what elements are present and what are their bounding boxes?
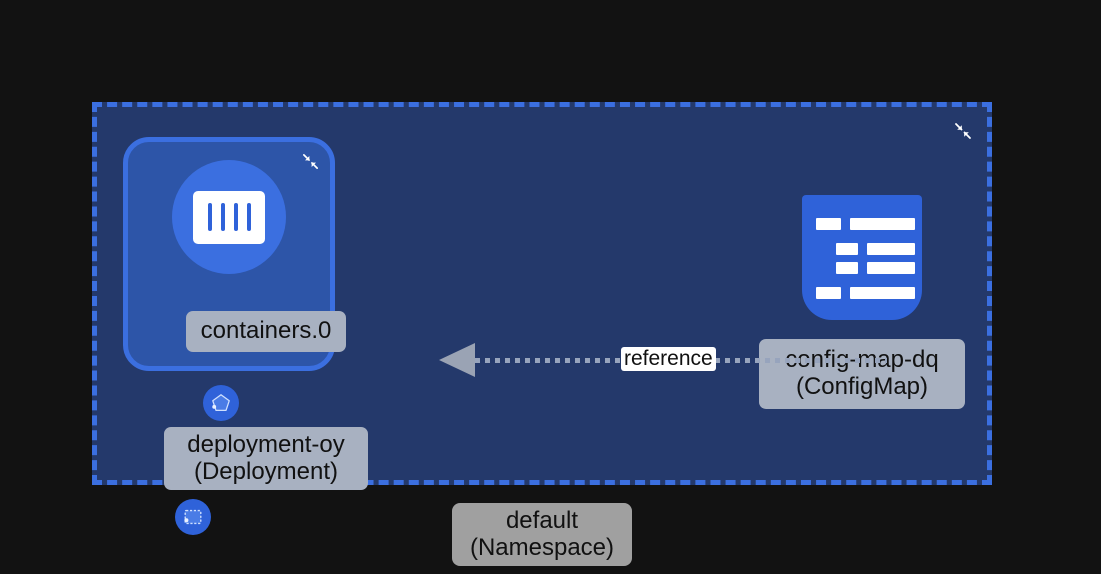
configmap-label[interactable]: config-map-dq (ConfigMap) xyxy=(759,339,965,409)
container-badge-icon xyxy=(203,385,239,421)
container-icon-body xyxy=(193,190,265,244)
configmap-row-line xyxy=(850,287,915,299)
container-bar xyxy=(233,203,238,231)
container-icon xyxy=(172,160,286,274)
deployment-node[interactable]: containers.0 deployment-oy (Deployment) xyxy=(123,137,368,490)
configmap-row-bullet xyxy=(816,218,841,230)
configmap-row-line xyxy=(867,243,915,255)
deployment-label[interactable]: deployment-oy (Deployment) xyxy=(164,427,368,490)
configmap-row-bullet xyxy=(816,287,841,299)
configmap-row-bullet xyxy=(836,243,858,255)
deployment-badge-icon xyxy=(175,499,211,535)
container-bar xyxy=(207,203,212,231)
reference-edge-label[interactable]: reference xyxy=(621,347,716,372)
configmap-row-line xyxy=(850,218,915,230)
configmap-icon[interactable] xyxy=(802,195,922,320)
namespace-label[interactable]: default (Namespace) xyxy=(452,503,632,566)
namespace-group[interactable]: containers.0 deployment-oy (Deployment) xyxy=(92,102,992,535)
collapse-icon[interactable] xyxy=(301,152,320,171)
configmap-row-bullet xyxy=(836,262,858,274)
container-bar xyxy=(246,203,251,231)
container-bar xyxy=(220,203,225,231)
configmap-row-line xyxy=(867,262,915,274)
reference-edge-arrowhead xyxy=(439,343,475,377)
container-label[interactable]: containers.0 xyxy=(186,311,346,352)
collapse-icon[interactable] xyxy=(953,121,973,141)
